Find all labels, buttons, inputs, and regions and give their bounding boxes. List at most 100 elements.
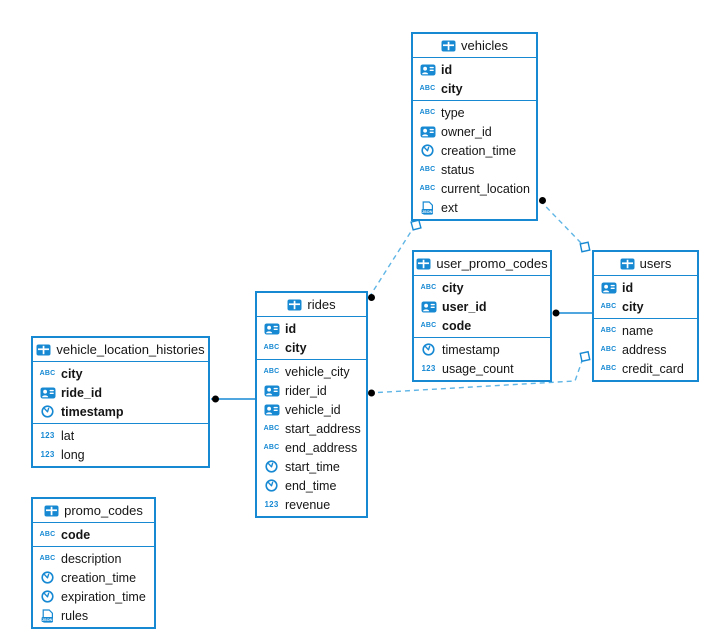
field-name: type: [441, 105, 465, 120]
field-name: ride_id: [61, 385, 102, 400]
table-header[interactable]: vehicles: [413, 34, 536, 58]
key-fields-section: ABC city ride_id timestamp: [33, 362, 208, 424]
field-name: timestamp: [61, 404, 124, 419]
field-name: end_time: [285, 478, 337, 493]
field-row: creation_time: [33, 568, 154, 587]
abc-icon: ABC: [420, 322, 437, 329]
abc-icon: ABC: [420, 284, 437, 291]
relation-line-rides-users: [368, 360, 583, 394]
abc-icon: ABC: [263, 344, 280, 351]
field-name: end_address: [285, 440, 358, 455]
id-icon: [38, 386, 57, 400]
table-header[interactable]: rides: [257, 293, 366, 317]
field-row: JSON ext: [413, 198, 536, 217]
abc-icon: ABC: [263, 368, 280, 375]
field-name: expiration_time: [61, 589, 146, 604]
field-row: ABC start_address: [257, 419, 366, 438]
123-icon: 123: [40, 449, 55, 459]
table-name: promo_codes: [64, 503, 143, 518]
table-header[interactable]: users: [594, 252, 697, 276]
field-name: rider_id: [285, 383, 327, 398]
id-icon: [418, 63, 437, 77]
abc-icon: ABC: [263, 425, 280, 432]
field-name: creation_time: [61, 570, 137, 585]
clock-icon: [38, 571, 57, 585]
abc-icon: ABC: [263, 444, 280, 451]
field-name: status: [441, 162, 475, 177]
abc-icon: ABC: [600, 303, 617, 310]
relation-dot-endpoint: [368, 294, 375, 301]
abc-icon: ABC: [600, 365, 617, 372]
field-row: id: [413, 60, 536, 79]
field-name: ext: [441, 200, 458, 215]
table-name: vehicle_location_histories: [56, 342, 205, 357]
field-row: id: [594, 278, 697, 297]
fields-section: ABC description creation_time expiration_ti…: [33, 547, 154, 627]
clock-icon: [38, 590, 57, 604]
relation-line-vehicles-users: [539, 200, 582, 244]
field-name: owner_id: [441, 124, 492, 139]
field-name: description: [61, 551, 122, 566]
id-icon: [262, 322, 281, 336]
table-header[interactable]: user_promo_codes: [414, 252, 550, 276]
relation-dot-endpoint: [368, 389, 375, 397]
relation-square-endpoint: [410, 219, 422, 231]
field-row: rider_id: [257, 381, 366, 400]
table-header[interactable]: vehicle_location_histories: [33, 338, 208, 362]
field-row: ABC end_address: [257, 438, 366, 457]
field-row: JSON rules: [33, 606, 154, 625]
field-row: owner_id: [413, 122, 536, 141]
abc-icon: ABC: [39, 555, 56, 562]
relation-line-rides-vehicles: [368, 229, 413, 298]
table-icon: [287, 299, 302, 311]
table-name: users: [639, 256, 672, 271]
field-name: start_address: [285, 421, 361, 436]
abc-icon: ABC: [39, 370, 56, 377]
field-row: user_id: [414, 297, 550, 316]
table-name: vehicles: [461, 38, 508, 53]
field-name: timestamp: [442, 342, 500, 357]
field-name: code: [61, 527, 91, 542]
table-header[interactable]: promo_codes: [33, 499, 154, 523]
field-row: ABC description: [33, 549, 154, 568]
field-name: id: [441, 62, 453, 77]
field-name: name: [622, 323, 654, 338]
field-name: city: [61, 366, 83, 381]
field-name: city: [441, 81, 463, 96]
field-row: end_time: [257, 476, 366, 495]
field-row: start_time: [257, 457, 366, 476]
relation-square-endpoint: [579, 350, 591, 363]
svg-text:JSON: JSON: [422, 208, 433, 213]
json-icon: JSON: [38, 608, 57, 623]
clock-icon: [262, 479, 281, 493]
id-icon: [418, 125, 437, 139]
field-row: ABC vehicle_city: [257, 362, 366, 381]
table-icon: [416, 258, 431, 270]
table-icon: [44, 505, 59, 517]
field-name: rules: [61, 608, 89, 623]
svg-text:JSON: JSON: [42, 616, 53, 621]
field-name: vehicle_city: [285, 364, 350, 379]
